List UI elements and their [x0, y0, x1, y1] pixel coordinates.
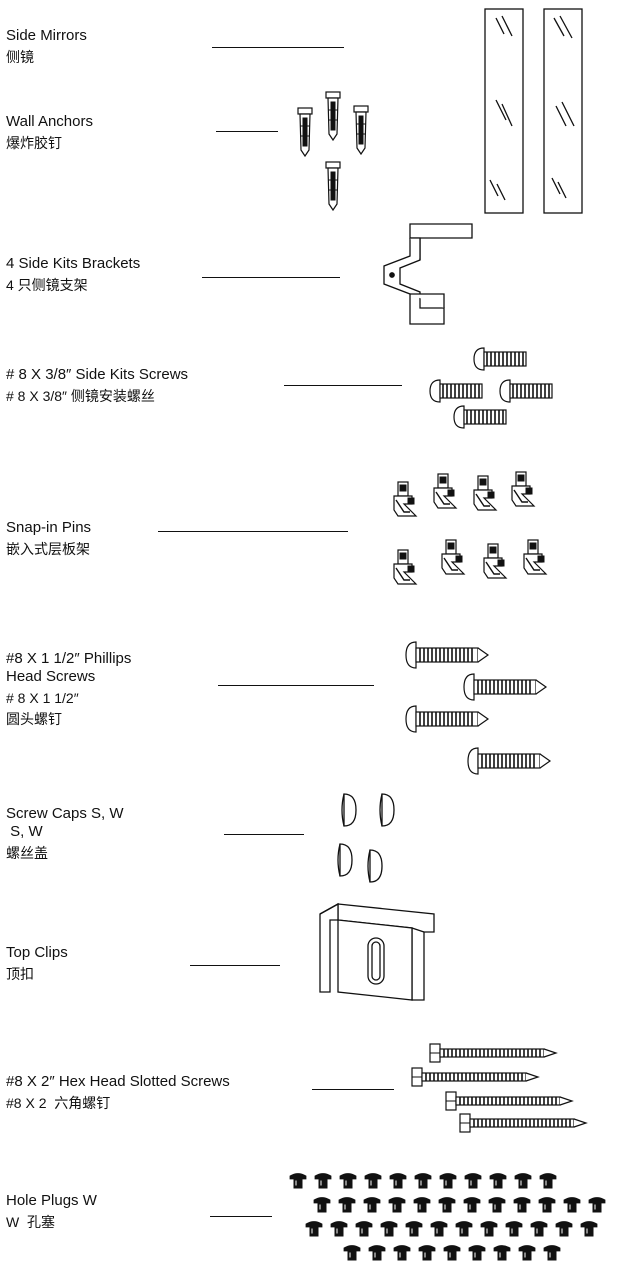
part-name: # 8 X 3/8″ Side Kits Screws	[6, 366, 189, 383]
part-name-cn-line-1: # 8 X 1 1/2″	[6, 690, 79, 706]
leader-line	[284, 385, 402, 386]
hole-plug	[363, 1197, 381, 1213]
hole-plug	[368, 1245, 386, 1261]
part-name-cn-line-2: 圆头螺钉	[6, 711, 62, 727]
part-name-line-2: S, W	[6, 823, 43, 840]
part-name-cn: 侧镜	[6, 49, 34, 65]
hole-plug	[343, 1245, 361, 1261]
part-label-wall-anchors: Wall Anchors 爆炸胶钉	[6, 113, 93, 152]
part-name: #8 X 2″ Hex Head Slotted Screws	[6, 1073, 230, 1090]
part-label-top-clips: Top Clips 顶扣	[6, 944, 68, 983]
long-screw-icon	[405, 641, 551, 775]
part-label-hole-plugs: Hole Plugs W W 孔塞	[6, 1192, 97, 1231]
snap-in-pin-icon	[393, 471, 547, 585]
leader-line	[202, 277, 340, 278]
hole-plug	[489, 1173, 507, 1189]
part-name-line-1: #8 X 1 1/2″ Phillips	[6, 650, 132, 667]
hole-plug	[413, 1197, 431, 1213]
hole-plug-icon	[289, 1173, 606, 1261]
hole-plug	[480, 1221, 498, 1237]
hole-plug	[338, 1197, 356, 1213]
hole-plug	[364, 1173, 382, 1189]
hole-plug	[513, 1197, 531, 1213]
hole-plug	[439, 1173, 457, 1189]
hole-plug	[405, 1221, 423, 1237]
part-name-cn: #8 X 2 六角螺钉	[6, 1095, 111, 1111]
part-label-snap-in-pins: Snap-in Pins 嵌入式层板架	[6, 519, 91, 558]
hole-plug	[518, 1245, 536, 1261]
hole-plug	[555, 1221, 573, 1237]
part-label-screw-caps: Screw Caps S, W S, W 螺丝盖	[6, 805, 124, 862]
top-clip-icon	[319, 902, 435, 1001]
hole-plug	[313, 1197, 331, 1213]
hex-head-screw-icon	[411, 1043, 587, 1133]
leader-line	[190, 965, 280, 966]
hole-plug	[330, 1221, 348, 1237]
hole-plug	[505, 1221, 523, 1237]
part-name-cn: 爆炸胶钉	[6, 135, 62, 151]
hole-plug	[430, 1221, 448, 1237]
part-name: Wall Anchors	[6, 113, 93, 130]
hole-plug	[543, 1245, 561, 1261]
hole-plug	[438, 1197, 456, 1213]
hole-plug	[414, 1173, 432, 1189]
wall-anchor-icon	[297, 91, 369, 211]
part-label-hex-head-screws: #8 X 2″ Hex Head Slotted Screws #8 X 2 六…	[6, 1073, 230, 1112]
hole-plug	[418, 1245, 436, 1261]
part-label-phillips-head-screws: #8 X 1 1/2″ Phillips Head Screws # 8 X 1…	[6, 650, 131, 728]
hole-plug	[463, 1197, 481, 1213]
part-name-cn: 4 只侧镜支架	[6, 277, 88, 293]
hole-plug	[514, 1173, 532, 1189]
hole-plug	[443, 1245, 461, 1261]
hole-plug	[530, 1221, 548, 1237]
part-name-cn: W 孔塞	[6, 1214, 55, 1230]
part-name: 4 Side Kits Brackets	[6, 255, 141, 272]
screw-cap-icon	[337, 793, 395, 883]
hole-plug	[339, 1173, 357, 1189]
leader-line	[210, 1216, 272, 1217]
hole-plug	[563, 1197, 581, 1213]
hole-plug	[464, 1173, 482, 1189]
part-name-cn: 螺丝盖	[6, 845, 48, 861]
mirror-panel-icon	[484, 8, 583, 214]
part-name-cn: 顶扣	[6, 966, 34, 982]
hole-plug	[314, 1173, 332, 1189]
hole-plug	[380, 1221, 398, 1237]
hole-plug	[455, 1221, 473, 1237]
part-name: Side Mirrors	[6, 27, 87, 44]
hole-plug	[538, 1197, 556, 1213]
part-label-side-mirrors: Side Mirrors 侧镜	[6, 27, 87, 66]
hole-plug	[468, 1245, 486, 1261]
leader-line	[158, 531, 348, 532]
bracket-icon	[383, 223, 473, 325]
hole-plug	[355, 1221, 373, 1237]
part-label-side-kits-screws: # 8 X 3/8″ Side Kits Screws # 8 X 3/8″ 侧…	[6, 366, 188, 405]
hole-plug	[493, 1245, 511, 1261]
part-name-cn: 嵌入式层板架	[6, 541, 90, 557]
hole-plug	[488, 1197, 506, 1213]
leader-line	[312, 1089, 394, 1090]
hole-plug	[588, 1197, 606, 1213]
leader-line	[224, 834, 304, 835]
part-name-cn: # 8 X 3/8″ 侧镜安装螺丝	[6, 388, 155, 404]
part-name-line-2: Head Screws	[6, 668, 96, 685]
part-label-side-kits-brackets: 4 Side Kits Brackets 4 只侧镜支架	[6, 255, 140, 294]
hole-plug	[305, 1221, 323, 1237]
part-name: Top Clips	[6, 944, 68, 961]
hole-plug	[289, 1173, 307, 1189]
leader-line	[212, 47, 344, 48]
hole-plug	[389, 1173, 407, 1189]
hole-plug	[393, 1245, 411, 1261]
part-name: Snap-in Pins	[6, 519, 92, 536]
part-name: Hole Plugs W	[6, 1192, 97, 1209]
hole-plug	[388, 1197, 406, 1213]
leader-line	[216, 131, 278, 132]
part-name-line-1: Screw Caps S, W	[6, 805, 124, 822]
hole-plug	[539, 1173, 557, 1189]
leader-line	[218, 685, 374, 686]
short-screw-icon	[429, 347, 553, 429]
hole-plug	[580, 1221, 598, 1237]
